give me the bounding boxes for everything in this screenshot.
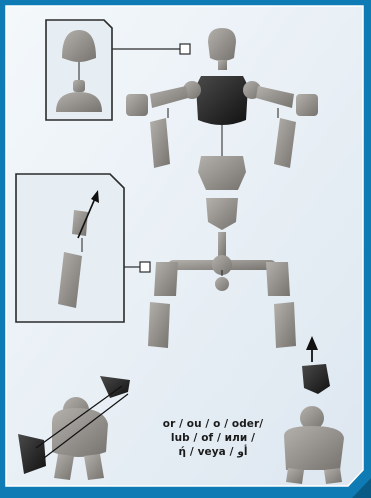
figure-abdomen — [198, 156, 246, 190]
neck-part — [73, 80, 85, 92]
figure-shin-right — [274, 302, 296, 348]
shoulder-part — [56, 92, 102, 112]
arrow-head-arm — [91, 190, 99, 203]
alt-left-leg-b — [84, 454, 104, 480]
figure-forearm-right — [274, 118, 296, 168]
figure-shoulder-left — [183, 81, 201, 99]
helmet-part — [62, 30, 96, 62]
figure-hip-joint — [212, 255, 232, 275]
robot-figure — [126, 28, 318, 348]
alternative-text-line-2: lub / of / или / — [170, 432, 256, 444]
alternative-text-line-1: or / ou / o / oder/ — [162, 418, 264, 430]
figure-shoulder-right — [243, 81, 261, 99]
alt-right-leg-b — [324, 468, 342, 484]
direction-arrow-arm — [77, 195, 97, 239]
callout-marker-arm — [139, 261, 151, 273]
figure-head — [208, 28, 236, 61]
figure-upper-arm-left — [150, 86, 188, 108]
page-corner — [352, 478, 371, 498]
alt-left-guide-line-a — [35, 385, 123, 449]
alternative-text-line-3: ή / veya / أو — [178, 446, 248, 458]
figure-spine — [218, 232, 226, 256]
alt-right-shield — [302, 364, 330, 394]
alt-left-leg-a — [54, 454, 74, 480]
figure-thigh-right — [266, 262, 290, 296]
figure-pelvis — [206, 198, 238, 230]
alternative-text: or / ou / o / oder/ lub / of / или / ή /… — [132, 417, 294, 459]
alternate-build-right — [284, 336, 344, 484]
figure-upper-arm-right — [256, 86, 294, 108]
callout-head-assembly — [45, 19, 191, 121]
alt-left-shield-top — [100, 376, 130, 398]
figure-shin-left — [148, 302, 170, 348]
figure-chest-plate — [196, 76, 248, 125]
alt-right-leg-a — [286, 468, 304, 484]
instruction-panel — [5, 5, 364, 487]
alt-right-torso — [284, 426, 344, 470]
lower-arm-part — [58, 252, 82, 308]
figure-hand-right — [296, 94, 318, 116]
figure-thigh-left — [154, 262, 178, 296]
figure-forearm-left — [150, 118, 170, 168]
alt-right-head — [300, 406, 324, 430]
alt-left-guide-line-b — [43, 393, 129, 459]
callout-arm-assembly — [15, 173, 151, 323]
alt-left-shield-bottom — [18, 434, 46, 474]
figure-hand-left — [126, 94, 148, 116]
upper-arm-part — [72, 210, 88, 236]
arrow-head-right — [306, 336, 318, 350]
figure-neck — [218, 60, 227, 70]
figure-hip-ball — [215, 277, 229, 291]
callout-box-arm — [15, 173, 125, 323]
alternate-build-left — [18, 376, 130, 480]
callout-marker-head — [179, 43, 191, 55]
